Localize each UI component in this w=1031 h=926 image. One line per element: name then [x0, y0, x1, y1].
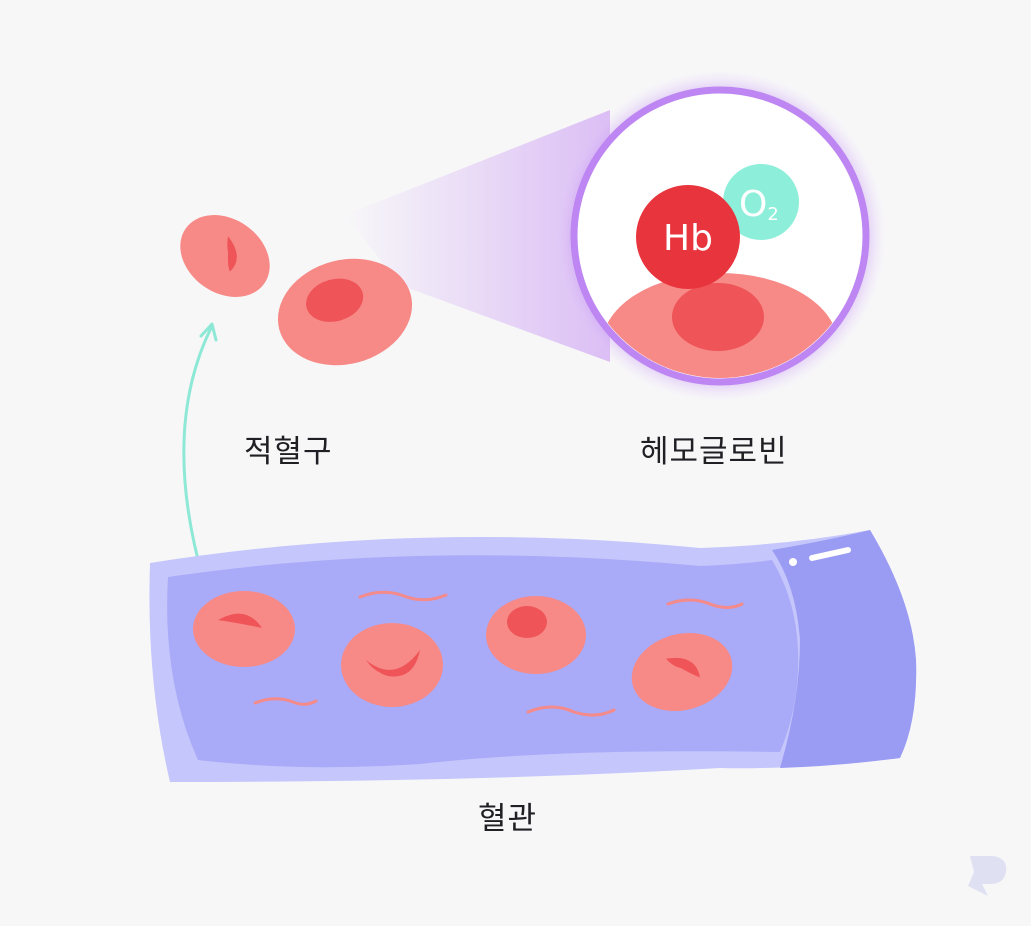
oxygen-molecule	[723, 164, 799, 240]
hemoglobin-title-label: 헤모글로빈	[640, 434, 788, 470]
vessel-end	[772, 530, 917, 768]
red-blood-cell-label: 적혈구	[244, 434, 333, 470]
plasma-lines	[253, 590, 744, 717]
red-blood-cell-small	[180, 215, 270, 297]
hemoglobin-label: Hb	[663, 218, 713, 259]
migration-arrow	[182, 324, 214, 584]
vessel-lumen	[167, 555, 799, 768]
vessel-red-blood-cell	[486, 596, 586, 674]
oxygen-label: O2	[739, 184, 779, 225]
vessel-red-blood-cell	[631, 632, 733, 712]
zoomed-cell-center	[672, 283, 764, 351]
vessel-red-blood-cell	[341, 623, 443, 707]
hemoglobin-molecule	[636, 185, 740, 289]
red-blood-cell-large	[277, 258, 413, 366]
brand-logo-icon	[968, 856, 1007, 896]
zoom-beam	[345, 110, 610, 362]
blood-vessel-label: 혈관	[478, 801, 538, 837]
vessel-highlight	[809, 547, 851, 561]
arrow-head-icon	[199, 322, 218, 342]
vessel-red-blood-cell	[193, 591, 295, 667]
